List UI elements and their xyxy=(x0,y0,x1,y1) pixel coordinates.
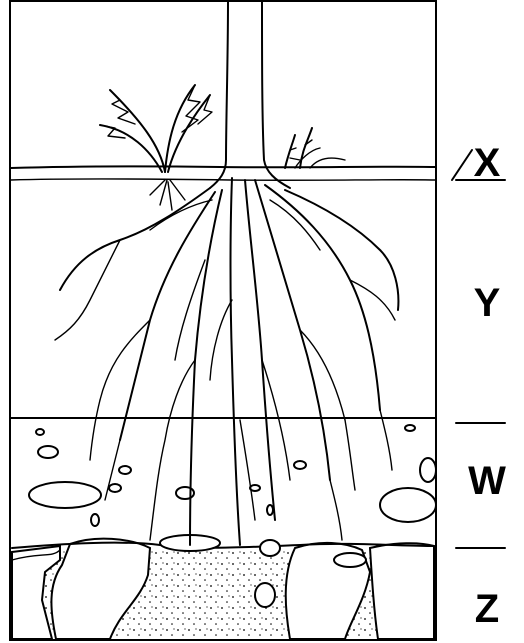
layer-w-subsoil xyxy=(11,418,436,526)
layer-label-z: Z xyxy=(475,587,499,631)
tree-roots xyxy=(55,178,398,545)
layer-label-x: X xyxy=(474,141,501,185)
tree-trunk xyxy=(210,1,290,188)
layer-z-bedrock xyxy=(11,535,435,639)
surface-plant-right xyxy=(285,128,345,168)
layer-label-y: Y xyxy=(474,281,501,325)
layer-label-w: W xyxy=(468,459,506,503)
surface-plant-left xyxy=(100,85,212,210)
